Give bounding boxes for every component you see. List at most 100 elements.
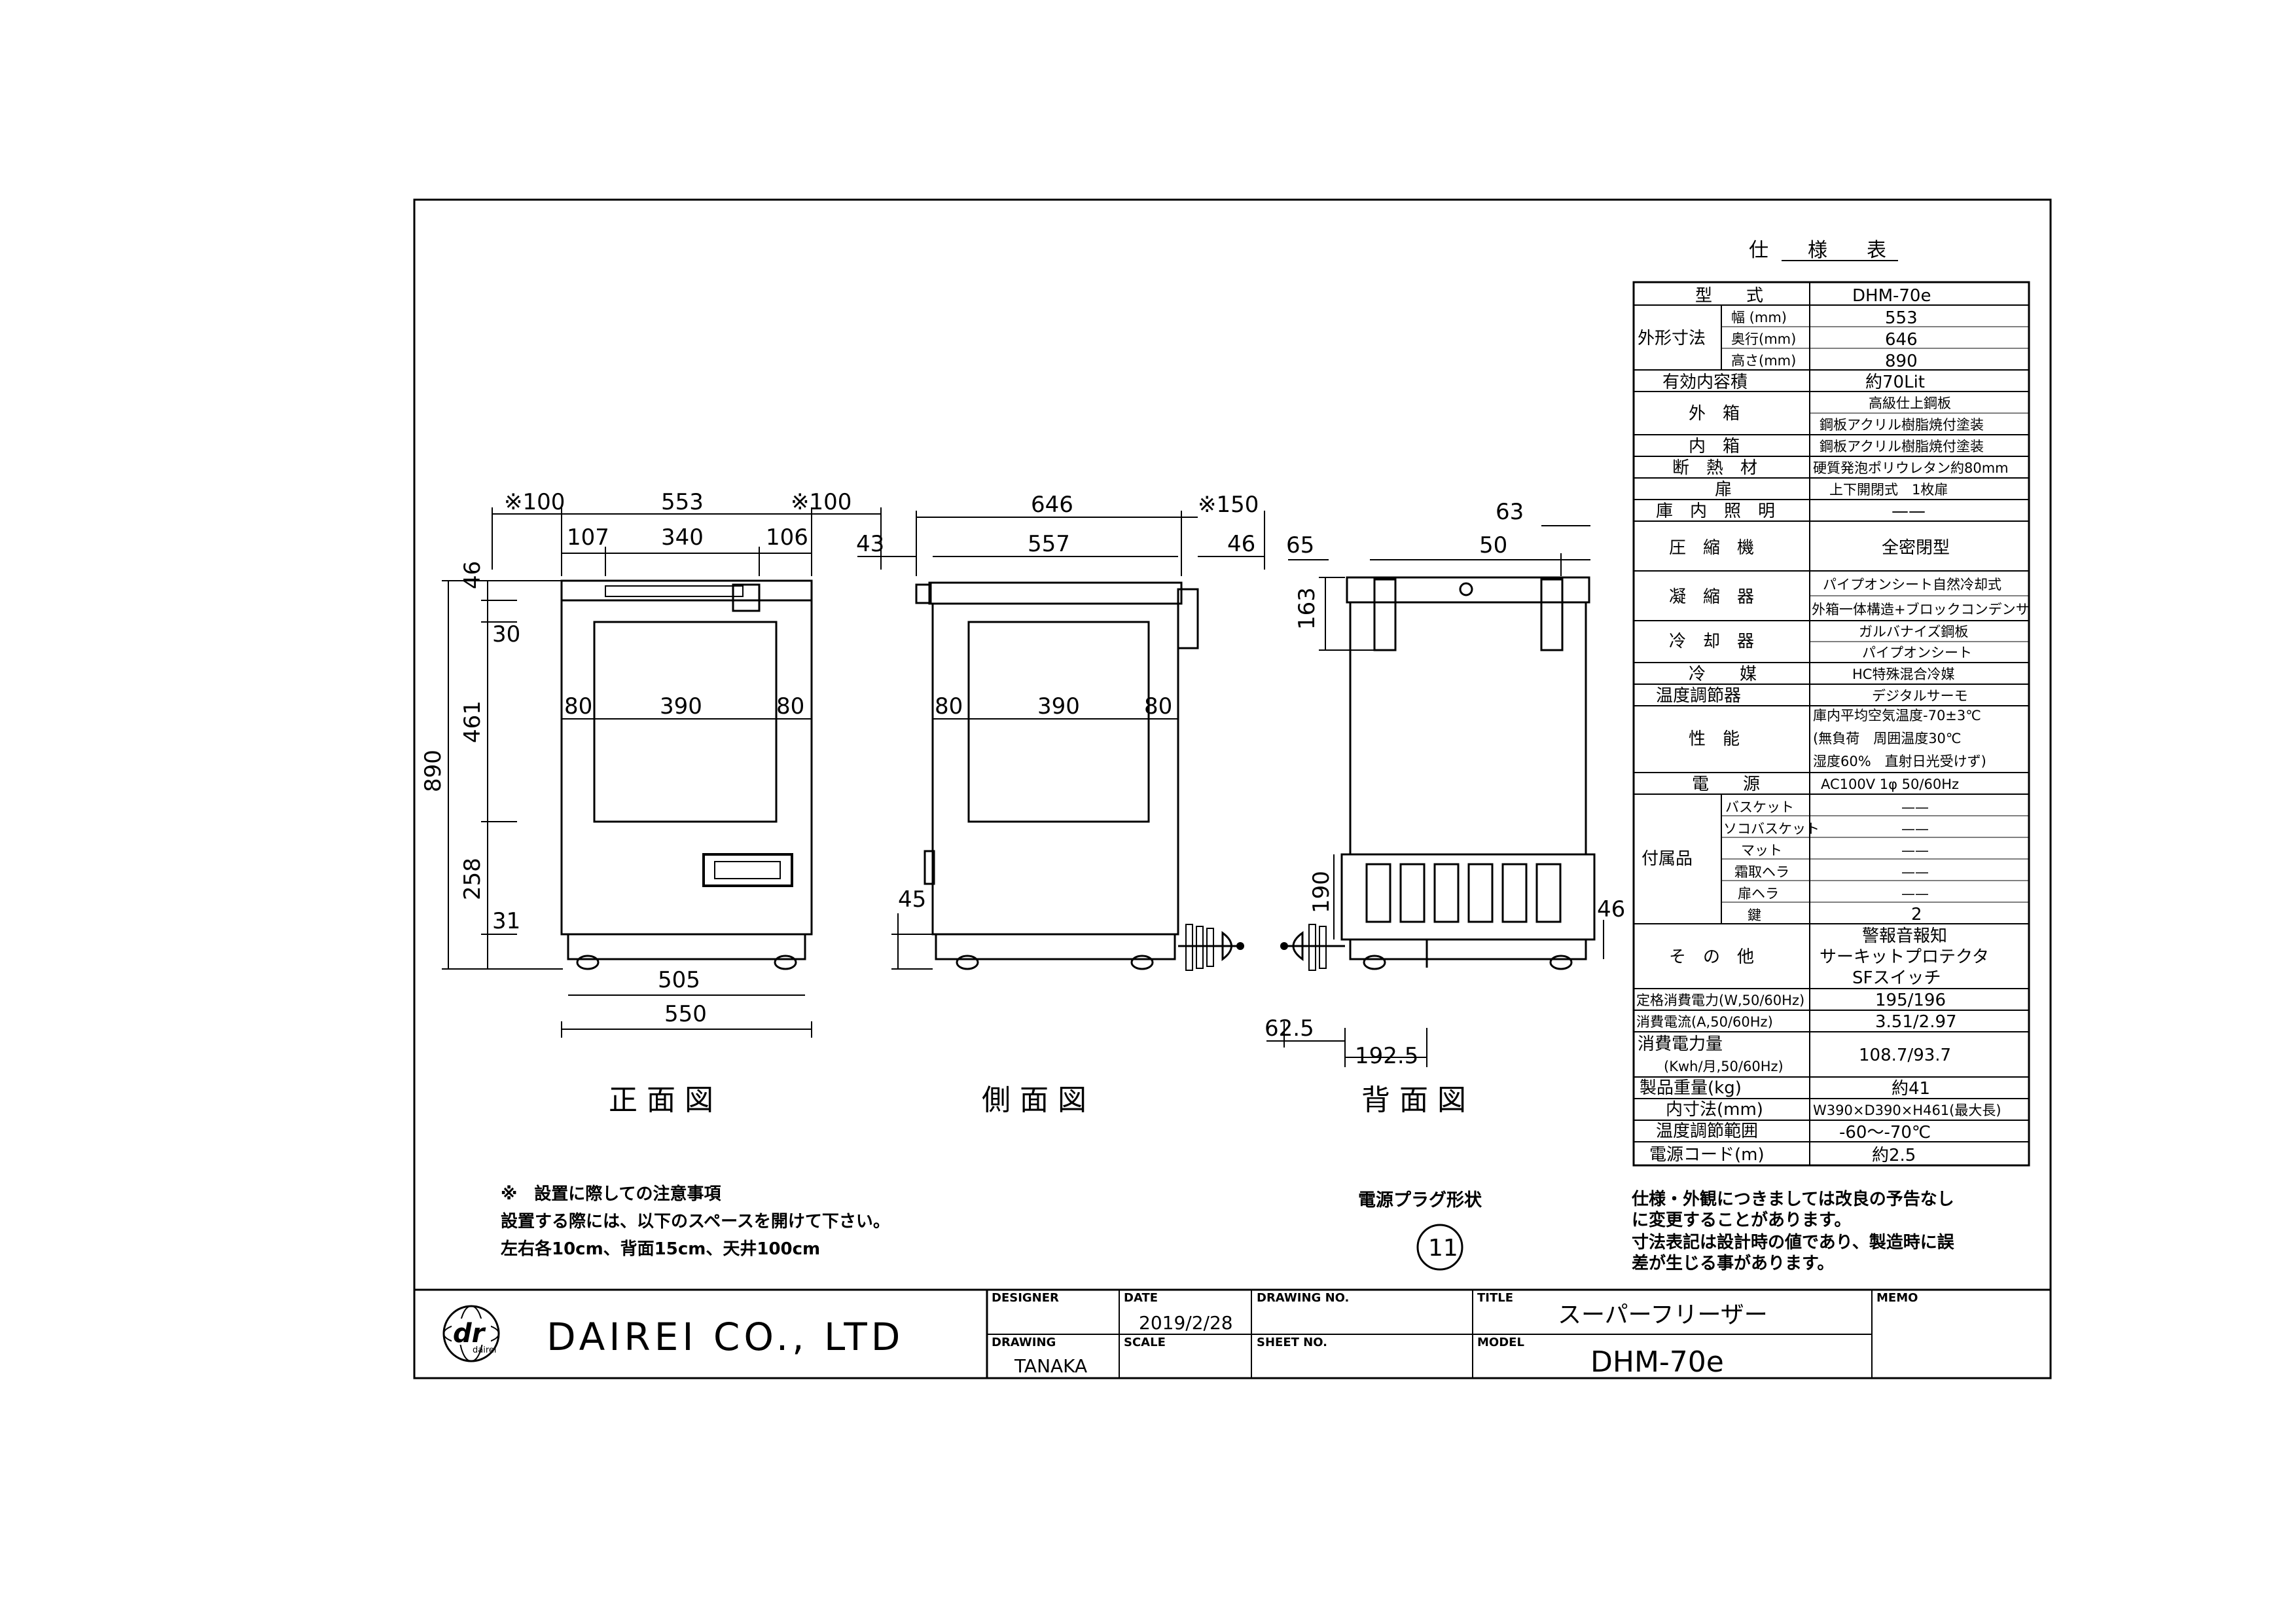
front-caster-right xyxy=(774,955,797,970)
dim-front-h-lid: 30 xyxy=(492,621,520,647)
front-body xyxy=(560,599,813,936)
front-base xyxy=(567,933,806,960)
spec-value-outer-case-2: 鋼板アクリル樹脂焼付塗装 xyxy=(1820,417,1984,433)
dim-front-lid-left: 107 xyxy=(567,524,609,551)
spec-value-weight: 約41 xyxy=(1892,1079,1930,1099)
side-window xyxy=(967,621,1150,823)
spec-label-door: 扉 xyxy=(1715,480,1732,500)
dim-front-h-top: 46 xyxy=(459,561,486,589)
control-display xyxy=(714,861,781,879)
spec-value-evaporator-2: パイプオンシート xyxy=(1862,645,1972,661)
spec-label-weight: 製品重量(kg) xyxy=(1640,1078,1742,1098)
dim-back-h-163: 163 xyxy=(1294,587,1320,630)
dim-side-win-right: 80 xyxy=(1144,693,1172,720)
spec-value-volume: 約70Lit xyxy=(1865,373,1925,392)
dim-back-bot-1925: 192.5 xyxy=(1355,1043,1418,1069)
spec-value-condenser-1: パイプオンシート自然冷却式 xyxy=(1823,577,2001,593)
dim-back-left-65: 65 xyxy=(1286,532,1314,558)
dim-side-back-proj: 46 xyxy=(1227,531,1255,557)
install-note-line1: 設置する際には、以下のスペースを開けて下さい。 xyxy=(501,1211,890,1231)
back-hinge-left xyxy=(1373,578,1397,651)
plug-shape-icon xyxy=(1416,1224,1463,1271)
disclaimer-line2: に変更することがあります。 xyxy=(1632,1210,1851,1230)
date-value: 2019/2/28 xyxy=(1139,1312,1233,1334)
sheet-no-label: SHEET NO. xyxy=(1257,1336,1327,1349)
back-body xyxy=(1349,601,1587,856)
spec-label-evaporator: 冷 却 器 xyxy=(1669,632,1754,651)
spec-acc-door-spatula-label: 扉ヘラ xyxy=(1738,886,1779,902)
back-vent-grille xyxy=(1365,863,1562,923)
back-caster-left xyxy=(1363,955,1386,970)
title-label: TITLE xyxy=(1477,1291,1513,1305)
spec-label-volume: 有効内容積 xyxy=(1662,373,1748,392)
spec-sub-depth-label: 奥行(mm) xyxy=(1731,331,1796,347)
spec-value-energy: 108.7/93.7 xyxy=(1859,1046,1951,1065)
front-window xyxy=(593,621,778,823)
front-lid-handle xyxy=(605,585,744,597)
dim-side-front-proj: 43 xyxy=(856,531,884,557)
spec-value-current: 3.51/2.97 xyxy=(1875,1012,1957,1032)
spec-value-evaporator-1: ガルバナイズ鋼板 xyxy=(1859,624,1968,640)
spec-value-performance-1: 庫内平均空気温度-70±3℃ xyxy=(1813,708,1981,723)
dim-side-clear-back: ※150 xyxy=(1198,492,1259,518)
logo-subtext: dairei xyxy=(473,1345,497,1355)
spec-acc-basket-label: バスケット xyxy=(1725,799,1794,815)
spec-acc-key-value: 2 xyxy=(1911,905,1922,924)
model-value: DHM-70e xyxy=(1590,1345,1724,1379)
spec-value-temp-range: -60～-70℃ xyxy=(1839,1123,1931,1142)
spec-sub-depth-value: 646 xyxy=(1885,330,1918,350)
spec-label-insulation: 断 熱 材 xyxy=(1672,458,1757,478)
spec-value-performance-3: 湿度60% 直射日光受けず) xyxy=(1813,754,1986,769)
side-view-label: 側面図 xyxy=(982,1084,1096,1117)
spec-label-refrigerant: 冷 媒 xyxy=(1689,665,1757,684)
dim-front-win-right: 80 xyxy=(776,693,804,720)
sheet-border xyxy=(413,198,2052,1379)
dim-front-win-width: 390 xyxy=(660,693,702,720)
side-caster-left xyxy=(956,955,979,970)
back-lid-knob xyxy=(1459,582,1473,596)
side-lid xyxy=(928,581,1183,605)
spec-label-power: 電 源 xyxy=(1692,775,1760,794)
spec-value-other-3: SFスイッチ xyxy=(1852,968,1941,988)
dim-front-base-inner: 505 xyxy=(658,967,700,993)
side-caster-right xyxy=(1130,955,1154,970)
plug-shape-symbol: 11 xyxy=(1428,1235,1458,1262)
spec-value-condenser-2: 外箱一体構造+ブロックコンデンサ xyxy=(1812,602,2030,617)
spec-acc-mat-label: マット xyxy=(1741,843,1782,858)
spec-value-door: 上下開閉式 1枚扉 xyxy=(1829,482,1948,498)
dim-back-top-63: 63 xyxy=(1496,499,1524,525)
spec-value-lighting: —— xyxy=(1892,501,1926,521)
scale-label: SCALE xyxy=(1124,1336,1166,1349)
dim-side-depth: 646 xyxy=(1031,492,1073,518)
spec-row-lines xyxy=(1634,304,2029,1142)
spec-acc-mat-value: —— xyxy=(1901,843,1929,858)
side-power-plug xyxy=(1178,924,1244,971)
spec-acc-defrost-value: —— xyxy=(1901,864,1929,880)
spec-label-current: 消費電流(A,50/60Hz) xyxy=(1636,1014,1773,1030)
spec-value-refrigerant: HC特殊混合冷媒 xyxy=(1852,666,1954,682)
spec-value-power: AC100V 1φ 50/60Hz xyxy=(1821,776,1959,792)
drawing-by: TANAKA xyxy=(1014,1355,1087,1377)
dim-front-width: 553 xyxy=(661,489,704,515)
date-label: DATE xyxy=(1124,1291,1158,1305)
dim-front-clear-right: ※100 xyxy=(791,489,852,515)
spec-label-cord: 電源コード(m) xyxy=(1649,1145,1765,1165)
spec-value-thermostat: デジタルサーモ xyxy=(1872,688,1968,704)
spec-value-model: DHM-70e xyxy=(1852,286,1931,306)
front-view-label: 正面図 xyxy=(609,1084,723,1117)
install-note-heading: ※ 設置に際しての注意事項 xyxy=(501,1184,721,1204)
spec-label-performance: 性 能 xyxy=(1689,729,1740,749)
disclaimer-line4: 差が生じる事があります。 xyxy=(1632,1253,1834,1273)
memo-label: MEMO xyxy=(1876,1291,1918,1305)
spec-label-inner-case: 内 箱 xyxy=(1689,437,1740,456)
spec-label-other: そ の 他 xyxy=(1669,947,1754,967)
title-block: dr dairei DAIREI CO., LTD DESIGNER DRAWI… xyxy=(414,1288,2051,1379)
spec-sub-height-value: 890 xyxy=(1885,352,1918,371)
dim-front-lid-mid: 340 xyxy=(661,524,704,551)
company-name: DAIREI CO., LTD xyxy=(547,1315,904,1359)
spec-acc-bottom-basket-label: ソコバスケット xyxy=(1723,821,1820,837)
drawing-label: DRAWING xyxy=(992,1336,1056,1349)
back-view: 63 50 65 163 190 46 62.5 192.5 背面図 xyxy=(1265,499,1625,1117)
spec-label-compressor: 圧 縮 機 xyxy=(1669,538,1754,558)
spec-label-accessories: 付属品 xyxy=(1641,849,1693,869)
